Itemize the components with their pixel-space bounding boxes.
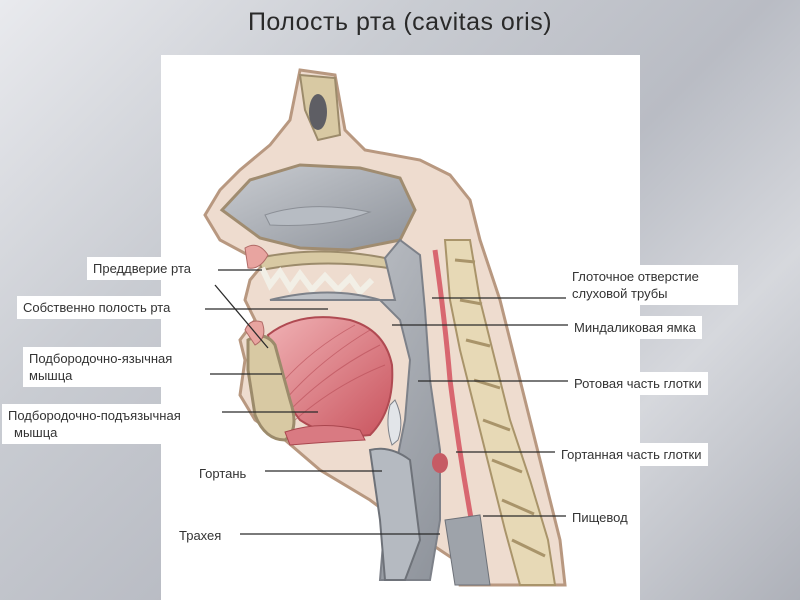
nasal-concha (264, 206, 372, 226)
label-vestibule: Преддверие рта (87, 257, 197, 280)
label-genioglossus: Подбородочно-язычная мышца (23, 347, 179, 387)
label-tube-opening-line2: слуховой трубы (572, 286, 668, 301)
larynx-structure (368, 447, 422, 581)
label-esophagus: Пищевод (566, 506, 634, 529)
geniohyoid-muscle (284, 424, 366, 446)
label-geniohyoid-line2: мышца (14, 425, 58, 440)
tongue-muscle (266, 316, 394, 437)
muscle-fibers (279, 324, 386, 421)
pharyngeal-wall (432, 249, 485, 586)
label-trachea: Трахея (173, 524, 228, 547)
label-laryngopharynx: Гортанная часть глотки (555, 443, 708, 466)
label-tonsillar-fossa: Миндаликовая ямка (568, 316, 702, 339)
upper-teeth (259, 266, 375, 297)
label-oral-cavity-proper: Собственно полость рта (17, 296, 177, 319)
label-geniohyoid: Подбородочно-подъязычная мышца (2, 404, 187, 444)
label-tube-opening-line1: Глоточное отверстие (572, 269, 699, 284)
label-geniohyoid-line1: Подбородочно-подъязычная (8, 408, 181, 423)
leader-lines (205, 269, 568, 535)
label-tube-opening: Глоточное отверстие слуховой трубы (566, 265, 738, 305)
esophagus-tube (444, 514, 491, 586)
page-title: Полость рта (cavitas oris) (247, 8, 553, 36)
mandible (246, 334, 296, 442)
label-oropharynx: Ротовая часть глотки (568, 372, 708, 395)
upper-lip (244, 244, 269, 269)
label-genioglossus-line2: мышца (29, 368, 73, 383)
label-larynx: Гортань (193, 462, 253, 485)
epiglottis (387, 399, 402, 446)
label-genioglossus-line1: Подбородочно-язычная (29, 351, 173, 366)
